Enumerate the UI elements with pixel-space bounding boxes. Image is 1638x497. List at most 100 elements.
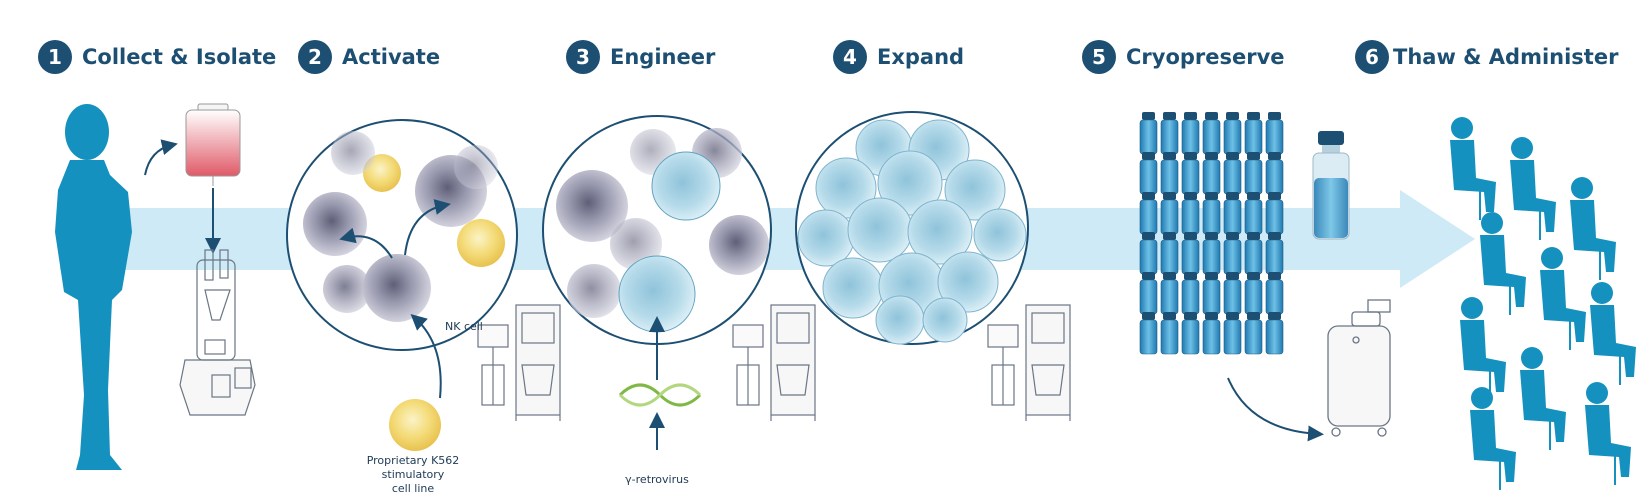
seated-patient-icon	[1520, 347, 1566, 450]
step-5-header: 5 Cryopreserve	[1082, 38, 1285, 76]
vial-grid-icon	[1139, 112, 1284, 355]
activate-circle	[286, 119, 518, 399]
vial-icon	[1244, 272, 1263, 315]
vial-icon	[1160, 152, 1179, 195]
nk-cell-label: NK cell	[445, 320, 483, 333]
step-number: 5	[1082, 40, 1116, 74]
blood-bag-icon	[185, 103, 241, 186]
vial-icon	[1244, 192, 1263, 235]
step-title: Thaw & Administer	[1393, 45, 1619, 69]
engineered-nk-cell	[651, 151, 721, 221]
step-number: 1	[38, 40, 72, 74]
vial-icon	[1181, 272, 1200, 315]
k562-label-line3: cell line	[392, 482, 435, 495]
vial-icon	[1265, 152, 1284, 195]
vial-icon	[1181, 152, 1200, 195]
storage-arrow	[1227, 377, 1324, 442]
retrovirus-label: γ-retrovirus	[625, 473, 689, 486]
step-title: Cryopreserve	[1126, 45, 1285, 69]
nk-cell	[556, 170, 628, 242]
vial-icon	[1265, 312, 1284, 355]
vial-icon	[1160, 192, 1179, 235]
nk-cell	[331, 131, 375, 175]
vial-icon	[1223, 192, 1242, 235]
seated-patient-icon	[1480, 212, 1526, 315]
vial-icon	[1139, 152, 1158, 195]
step-number: 4	[833, 40, 867, 74]
step-4-header: 4 Expand	[833, 38, 964, 76]
vial-icon	[1244, 112, 1263, 155]
vial-icon	[1244, 152, 1263, 195]
seated-patient-icon	[1585, 382, 1631, 485]
vial-icon	[1160, 312, 1179, 355]
seated-patient-icon	[1450, 117, 1496, 220]
collect-arrow	[144, 139, 178, 176]
step-2-header: 2 Activate	[298, 38, 440, 76]
engineered-nk-cell	[618, 255, 696, 333]
step-title: Engineer	[610, 45, 716, 69]
vial-icon	[1265, 112, 1284, 155]
vial-icon	[1312, 131, 1350, 240]
expand-circle	[795, 111, 1029, 345]
seated-patients-icon	[1450, 117, 1636, 490]
k562-label-line2: stimulatory	[382, 468, 445, 481]
vial-icon	[1202, 312, 1221, 355]
vial-icon	[1223, 112, 1242, 155]
vial-icon	[1244, 312, 1263, 355]
seated-patient-icon	[1460, 297, 1506, 400]
vial-icon	[1181, 232, 1200, 275]
vial-icon	[1160, 112, 1179, 155]
person-silhouette-icon	[55, 104, 132, 470]
vial-icon	[1139, 312, 1158, 355]
nk-cell	[363, 254, 431, 322]
vial-icon	[1202, 152, 1221, 195]
bioreactor-icon	[477, 304, 561, 421]
stimulatory-cell	[457, 219, 505, 267]
step-title: Collect & Isolate	[82, 45, 277, 69]
step-1-header: 1 Collect & Isolate	[38, 38, 276, 76]
vial-icon	[1223, 152, 1242, 195]
seated-patient-icon	[1510, 137, 1556, 240]
step-3-header: 3 Engineer	[566, 38, 715, 76]
step-6-header: 6 Thaw & Administer	[1355, 38, 1618, 76]
vial-icon	[1265, 192, 1284, 235]
step-number: 6	[1355, 40, 1389, 74]
bioreactor-icon	[987, 304, 1071, 421]
vial-icon	[1139, 272, 1158, 315]
seated-patient-icon	[1570, 177, 1616, 280]
seated-patient-icon	[1590, 282, 1636, 385]
vial-icon	[1223, 312, 1242, 355]
vial-icon	[1139, 232, 1158, 275]
engineer-circle	[542, 115, 772, 380]
vial-icon	[1223, 272, 1242, 315]
vial-icon	[1181, 192, 1200, 235]
step-title: Activate	[342, 45, 441, 69]
k562-cell	[389, 399, 441, 451]
nk-cell	[323, 265, 371, 313]
step-number: 3	[566, 40, 600, 74]
dna-helix-icon	[618, 383, 702, 407]
vial-icon	[1139, 112, 1158, 155]
vial-icon	[1265, 232, 1284, 275]
seated-patient-icon	[1540, 247, 1586, 350]
seated-patient-icon	[1470, 387, 1516, 490]
vial-icon	[1202, 112, 1221, 155]
vial-icon	[1160, 232, 1179, 275]
nk-cell	[454, 145, 498, 189]
nk-cell	[303, 192, 367, 256]
vial-icon	[1244, 232, 1263, 275]
nk-cell	[709, 215, 769, 275]
cell-separator-icon	[179, 249, 256, 416]
stimulatory-cell	[363, 154, 401, 192]
bioreactor-icon	[732, 304, 816, 421]
step-number: 2	[298, 40, 332, 74]
vial-icon	[1181, 312, 1200, 355]
vial-icon	[1160, 272, 1179, 315]
vial-icon	[1223, 232, 1242, 275]
cryo-tank-icon	[1327, 299, 1391, 437]
vial-icon	[1202, 232, 1221, 275]
nk-cell	[567, 264, 621, 318]
vial-icon	[1181, 112, 1200, 155]
step-title: Expand	[877, 45, 965, 69]
